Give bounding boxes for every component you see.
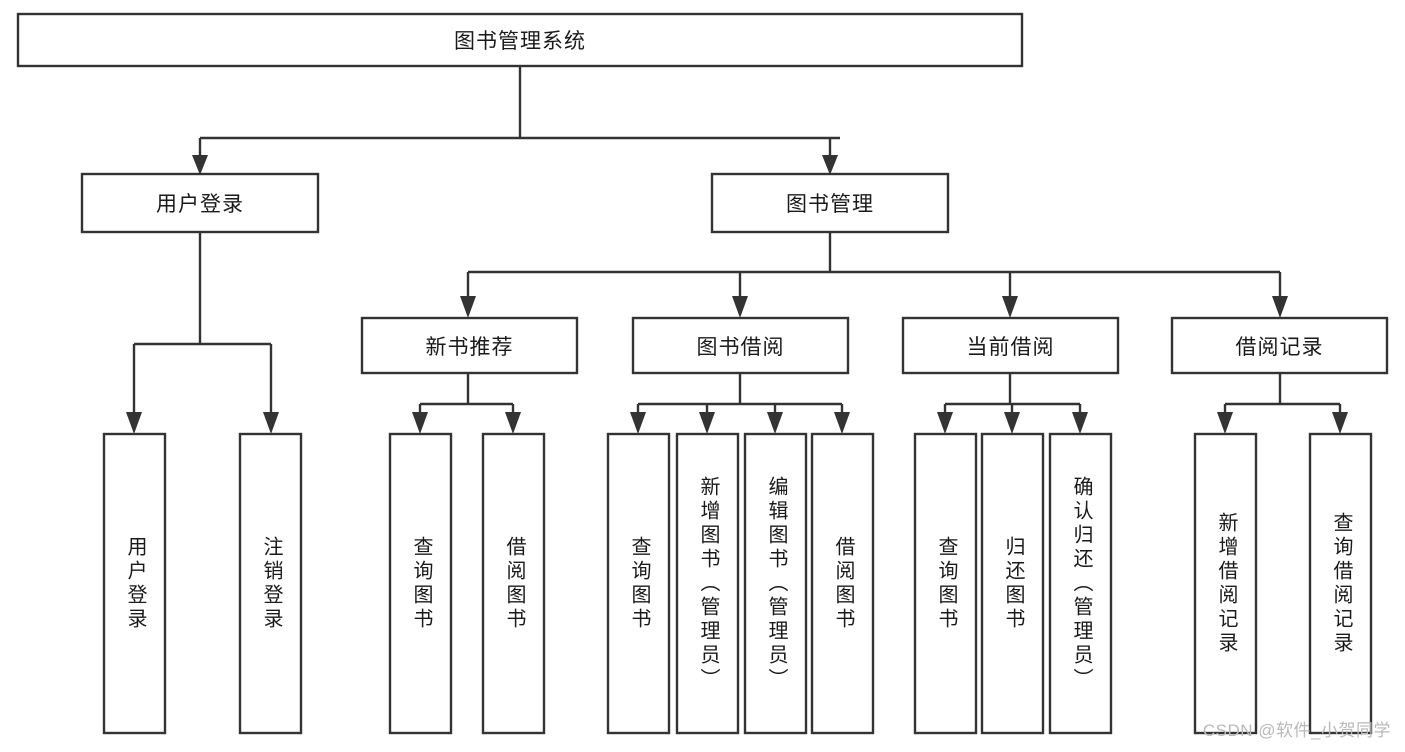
node-box-book-management[interactable]	[710, 172, 950, 234]
arrowhead-leaf-11	[1072, 412, 1088, 434]
arrowhead-current	[1002, 296, 1018, 318]
arrowhead-leaf-12	[1217, 412, 1233, 434]
arrowhead-leaf-13	[1332, 412, 1348, 434]
node-box-leaf-9[interactable]	[913, 432, 978, 735]
node-box-leaf-3[interactable]	[388, 432, 453, 735]
arrowhead-leaf-4	[505, 412, 521, 434]
arrowhead-leaf-8	[834, 412, 850, 434]
node-box-root[interactable]	[16, 12, 1024, 68]
node-box-leaf-11[interactable]	[1048, 432, 1113, 735]
node-box-leaf-2[interactable]	[238, 432, 303, 735]
arrowhead-leaf-3	[412, 412, 428, 434]
node-box-leaf-12[interactable]	[1193, 432, 1258, 735]
arrowhead-leaf-5	[630, 412, 646, 434]
connector-layer	[126, 66, 1348, 434]
arrowhead-record	[1272, 296, 1288, 318]
node-box-layer	[16, 12, 1389, 735]
arrowhead-leaf-9	[937, 412, 953, 434]
node-box-leaf-5[interactable]	[606, 432, 671, 735]
arrowhead-leaf-10	[1004, 412, 1020, 434]
node-box-book-borrow[interactable]	[631, 316, 850, 375]
node-box-leaf-10[interactable]	[980, 432, 1045, 735]
arrowhead-bookmgmt	[822, 155, 838, 175]
arrowhead-leaf-7	[767, 412, 783, 434]
node-box-new-book-recommend[interactable]	[360, 316, 579, 375]
arrowhead-borrow	[732, 296, 748, 318]
arrowhead-leaf-6	[699, 412, 715, 434]
arrowhead-newbook	[460, 296, 476, 318]
node-box-leaf-1[interactable]	[102, 432, 167, 735]
node-box-user-login[interactable]	[80, 172, 320, 234]
arrowhead-leaf-1	[126, 412, 142, 434]
node-box-leaf-13[interactable]	[1308, 432, 1373, 735]
node-box-current-borrow[interactable]	[901, 316, 1120, 375]
node-box-leaf-6[interactable]	[675, 432, 740, 735]
node-box-leaf-4[interactable]	[481, 432, 546, 735]
watermark-text: CSDN @软件_小贺同学	[1202, 721, 1391, 740]
arrowhead-leaf-2	[263, 412, 279, 434]
node-box-leaf-7[interactable]	[743, 432, 808, 735]
node-box-borrow-record[interactable]	[1170, 316, 1389, 375]
arrowhead-login	[192, 155, 208, 175]
node-box-leaf-8[interactable]	[810, 432, 875, 735]
